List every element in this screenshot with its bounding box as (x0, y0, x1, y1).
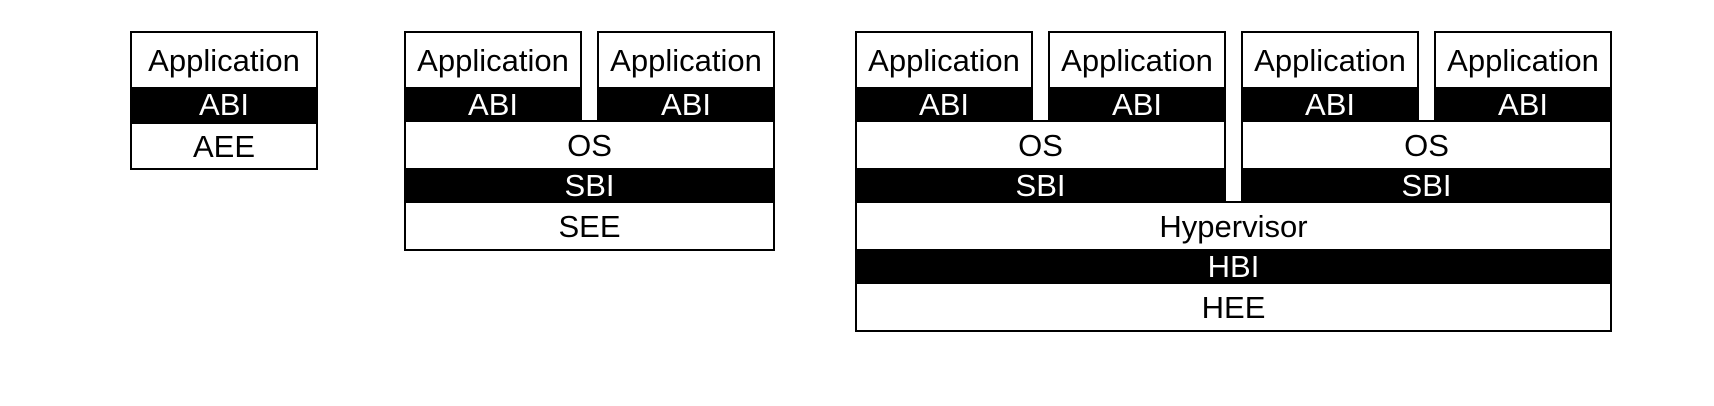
application-box: Application (597, 31, 775, 89)
os-layer: OS (855, 120, 1226, 170)
abi-layer: ABI (1048, 87, 1226, 122)
sbi-layer: SBI (404, 168, 775, 203)
sbi-layer: SBI (855, 168, 1226, 203)
aee-layer: AEE (130, 122, 318, 170)
application-box: Application (130, 31, 318, 89)
abi-layer: ABI (1434, 87, 1612, 122)
application-box: Application (1241, 31, 1419, 89)
application-box: Application (404, 31, 582, 89)
application-box: Application (1434, 31, 1612, 89)
abi-layer: ABI (404, 87, 582, 122)
application-box: Application (855, 31, 1033, 89)
abi-layer: ABI (1241, 87, 1419, 122)
abi-layer: ABI (855, 87, 1033, 122)
os-layer: OS (1241, 120, 1612, 170)
os-layer: OS (404, 120, 775, 170)
application-box: Application (1048, 31, 1226, 89)
abi-layer: ABI (130, 87, 318, 122)
abi-layer: ABI (597, 87, 775, 122)
sbi-layer: SBI (1241, 168, 1612, 203)
see-layer: SEE (404, 201, 775, 251)
hee-layer: HEE (855, 282, 1612, 332)
hbi-layer: HBI (855, 249, 1612, 284)
hypervisor-layer: Hypervisor (855, 201, 1612, 251)
